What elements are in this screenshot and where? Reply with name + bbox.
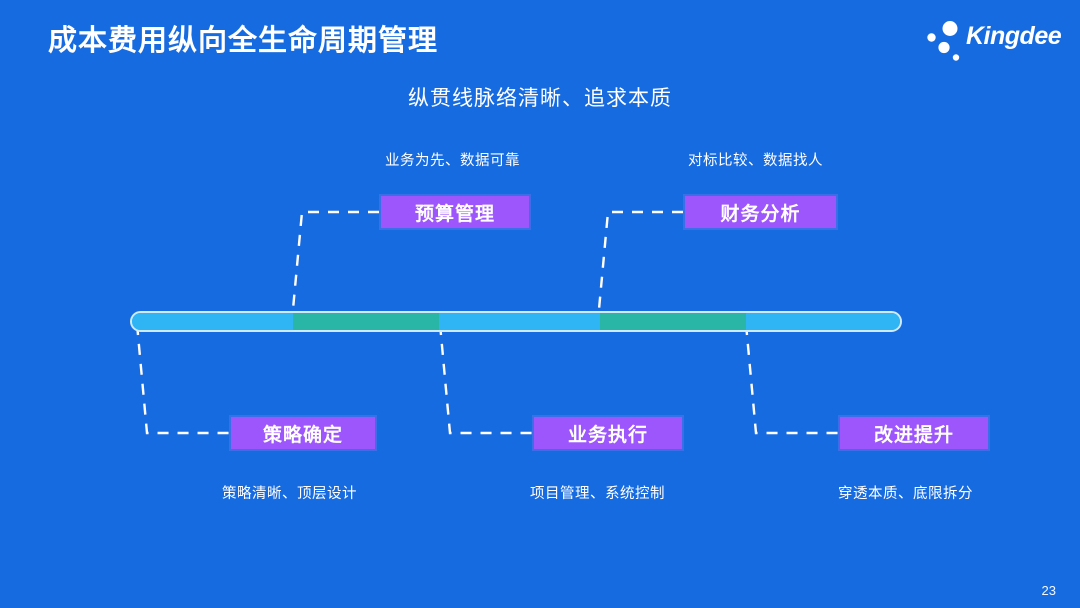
timeline-segment-3 (439, 313, 601, 330)
logo-dots-icon (927, 21, 960, 61)
connector-bottom-2 (438, 323, 532, 435)
logo-wordmark: Kingdee (966, 22, 1062, 50)
kingdee-logo: Kingdee (920, 16, 1062, 64)
timeline-segment-1 (132, 313, 294, 330)
page-number: 23 (1041, 583, 1056, 598)
timeline-segment-5 (746, 313, 900, 330)
node-business-execution[interactable]: 业务执行 (532, 415, 684, 451)
caption-financial-analysis: 对标比较、数据找人 (688, 153, 823, 169)
node-budget-management[interactable]: 预算管理 (379, 194, 531, 230)
connector-bottom-3 (744, 323, 838, 435)
connector-bottom-1 (135, 323, 229, 435)
caption-business-execution: 项目管理、系统控制 (530, 486, 665, 502)
page-title: 成本费用纵向全生命周期管理 (48, 25, 439, 57)
node-improvement[interactable]: 改进提升 (838, 415, 990, 451)
node-financial-analysis[interactable]: 财务分析 (683, 194, 838, 230)
slide-subtitle: 纵贯线脉络清晰、追求本质 (408, 87, 672, 110)
connector-top-2 (596, 210, 683, 321)
lifecycle-timeline-bar (130, 311, 902, 332)
connector-top-1 (290, 210, 379, 321)
node-strategy-definition[interactable]: 策略确定 (229, 415, 377, 451)
timeline-segment-4 (600, 313, 747, 330)
caption-strategy-definition: 策略清晰、顶层设计 (222, 486, 357, 502)
timeline-segment-2 (293, 313, 440, 330)
caption-budget-management: 业务为先、数据可靠 (385, 153, 520, 169)
caption-improvement: 穿透本质、底限拆分 (838, 486, 973, 502)
